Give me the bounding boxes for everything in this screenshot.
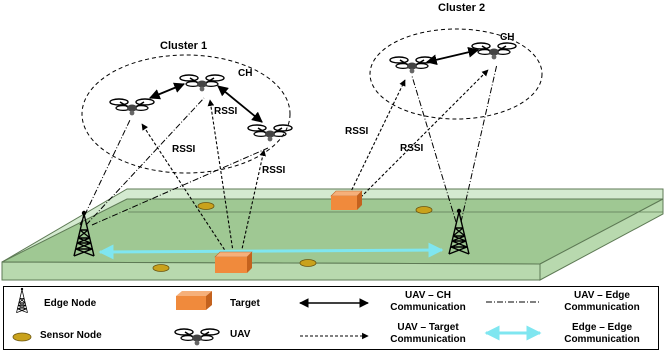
rssi-label: RSSI [172, 144, 196, 155]
legend-uav-target-label: UAV – Target Communication [390, 322, 466, 345]
legend-uav-edge-label: UAV – Edge Communication [564, 290, 640, 313]
cluster-1-ch-label: CH [238, 68, 252, 79]
cluster-2-ch-label: CH [500, 32, 514, 43]
legend [3, 286, 659, 350]
legend-sensor-node-label: Sensor Node [40, 330, 102, 341]
edge-edge-link [98, 242, 444, 260]
rssi-label: RSSI [345, 126, 369, 137]
legend-sensor-icon [12, 332, 32, 342]
legend-target-label: Target [230, 298, 260, 309]
legend-edge-edge-label: Edge – Edge Communication [564, 322, 640, 345]
uav-edge-links [79, 63, 498, 226]
cluster-1-boundary [81, 54, 291, 174]
rssi-label: RSSI [214, 106, 238, 117]
uav-cluster2-ch [471, 42, 517, 61]
legend-edge-node-label: Edge Node [44, 298, 97, 309]
legend-uav-ch-label: UAV – CH Communication [390, 290, 466, 313]
cluster-2-title: Cluster 2 [438, 2, 485, 14]
legend-uav-label: UAV [230, 329, 251, 340]
uav-cluster1-left [109, 98, 155, 117]
legend-target-icon [176, 291, 212, 310]
uav-target-links [141, 69, 489, 259]
uav-ch-links [149, 46, 480, 123]
uav-cluster2-left [389, 56, 435, 75]
target-box-2 [330, 190, 363, 210]
target-box-1 [214, 251, 253, 273]
uav-cluster1-right [247, 124, 293, 143]
cluster-2-boundary [369, 28, 543, 120]
cluster-1-title: Cluster 1 [160, 40, 207, 52]
sensor-nodes [152, 202, 433, 272]
rssi-label: RSSI [262, 165, 286, 176]
rssi-label: RSSI [400, 143, 424, 154]
uav-cluster1-ch [179, 74, 225, 93]
